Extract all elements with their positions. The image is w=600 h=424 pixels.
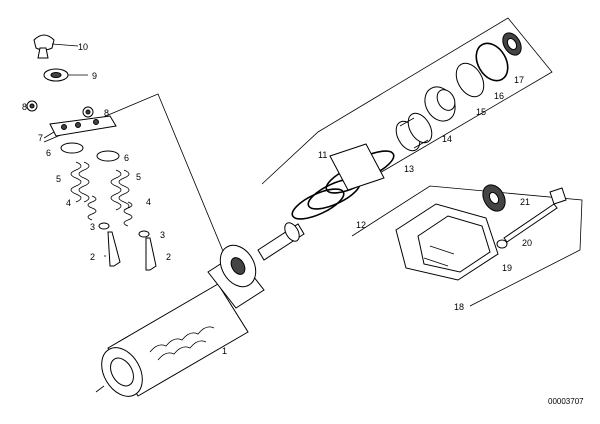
valve-group-left <box>26 34 157 271</box>
callout-12: 12 <box>356 220 366 230</box>
callout-5-left: 5 <box>56 174 61 184</box>
callout-15: 15 <box>476 107 486 117</box>
callout-19: 19 <box>502 263 512 273</box>
callout-4-right: 4 <box>146 197 151 207</box>
callout-labels: 1 2 2 3 3 4 4 5 5 6 6 7 8 8 9 10 11 12 1… <box>22 42 532 356</box>
callout-8-right: 8 <box>104 108 109 118</box>
callout-4-left: 4 <box>66 198 71 208</box>
housing <box>395 203 499 281</box>
seal-rings <box>291 143 395 220</box>
callout-7: 7 <box>38 133 43 143</box>
callout-2-left: 2 <box>90 252 95 262</box>
callout-10: 10 <box>78 42 88 52</box>
callout-6-right: 6 <box>124 153 129 163</box>
gear-bolt-group <box>482 184 567 249</box>
callout-11: 11 <box>318 150 327 160</box>
callout-16: 16 <box>494 91 504 101</box>
callout-3-right: 3 <box>160 230 165 240</box>
bearing <box>395 112 433 152</box>
callout-6-left: 6 <box>46 148 51 158</box>
end-cap-group <box>424 32 522 122</box>
callout-13: 13 <box>404 164 414 174</box>
callout-3-left: 3 <box>90 222 95 232</box>
callout-1: 1 <box>222 346 227 356</box>
reference-number: 00003707 <box>548 397 584 406</box>
callout-17: 17 <box>514 75 524 85</box>
callout-8-left: 8 <box>22 102 27 112</box>
callout-5-right: 5 <box>136 172 141 182</box>
callout-18: 18 <box>454 302 464 312</box>
main-cylinder <box>95 244 265 397</box>
shaft <box>257 222 305 261</box>
callout-9: 9 <box>92 71 97 81</box>
callout-14: 14 <box>442 134 452 144</box>
callout-2-right: 2 <box>166 252 171 262</box>
callout-20: 20 <box>522 238 532 248</box>
callout-21: 21 <box>520 197 530 207</box>
